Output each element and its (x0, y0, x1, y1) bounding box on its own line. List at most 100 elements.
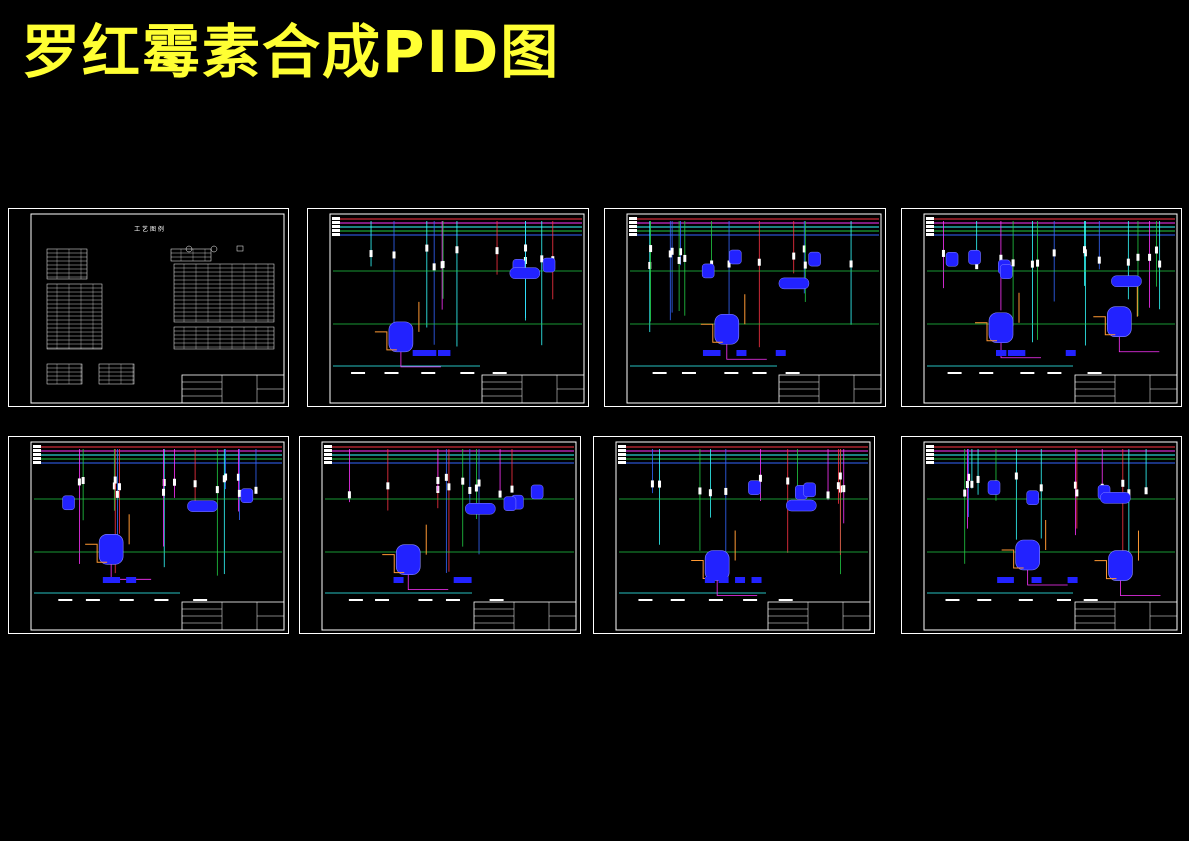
valve-symbol (658, 480, 662, 488)
equipment-label (947, 372, 962, 374)
equipment-label (58, 599, 73, 601)
legend-table (173, 263, 275, 323)
utility-tag (926, 453, 934, 456)
valve-symbol (792, 252, 796, 260)
pump (736, 350, 747, 356)
utility-tag (324, 461, 332, 464)
utility-tag (618, 457, 626, 460)
process-pipe (1120, 580, 1161, 596)
legend-table (46, 283, 103, 350)
valve-symbol (436, 476, 440, 484)
sheet-pid-7[interactable] (901, 436, 1182, 634)
valve-symbol (498, 490, 502, 498)
legend-table (46, 248, 88, 280)
valve-symbol (668, 250, 672, 258)
equipment-label (460, 372, 475, 374)
inner-border (626, 213, 882, 404)
equipment-label (348, 599, 363, 601)
valve-symbol (1154, 246, 1158, 254)
pump (1031, 577, 1042, 583)
heat-exchanger (1100, 492, 1131, 504)
valve-symbol (461, 477, 465, 485)
sheet-pid-5[interactable] (299, 436, 581, 634)
process-pipe (407, 574, 449, 591)
sheet-legend[interactable]: 工 艺 图 例 (8, 208, 289, 407)
sheet-drawing (321, 441, 577, 631)
sheet-drawing (626, 213, 882, 404)
valve-symbol (81, 477, 85, 485)
reactor-vessel (1108, 550, 1133, 581)
inner-border (923, 213, 1178, 404)
reactor-vessel (988, 312, 1014, 344)
sheet-drawing (329, 213, 585, 404)
pump (1015, 350, 1026, 356)
pump (997, 577, 1008, 583)
process-pipe (1027, 570, 1068, 586)
legend-symbol (236, 245, 244, 252)
heat-exchanger (778, 277, 810, 290)
utility-tag (926, 449, 934, 452)
utility-tag (618, 449, 626, 452)
pump (412, 350, 423, 356)
utility-tag (618, 453, 626, 456)
equipment-label (193, 599, 208, 601)
utility-tag (926, 229, 934, 232)
heat-exchanger (1111, 275, 1142, 287)
valve-symbol (193, 480, 197, 488)
equipment-label (743, 599, 758, 601)
valve-symbol (802, 245, 806, 253)
valve-symbol (758, 474, 762, 482)
sheet-pid-3[interactable] (901, 208, 1182, 407)
reactor-vessel (395, 544, 421, 575)
equipment-label (445, 599, 460, 601)
utility-tag (33, 449, 41, 452)
utility-tag (332, 225, 340, 228)
pump (454, 577, 465, 583)
equipment-label (638, 599, 653, 601)
reactor-vessel (704, 550, 730, 581)
sheet-pid-4[interactable] (8, 436, 289, 634)
pump (775, 350, 786, 356)
sheet-pid-2[interactable] (604, 208, 886, 407)
reactor-vessel (714, 313, 740, 345)
inner-border (923, 441, 1178, 631)
valve-symbol (1036, 259, 1040, 267)
sheet-drawing (615, 441, 871, 631)
valve-symbol (677, 256, 681, 264)
valve-symbol (444, 473, 448, 481)
equipment-label (384, 372, 399, 374)
sheet-pid-6[interactable] (593, 436, 875, 634)
valve-symbol (963, 489, 967, 497)
pump (710, 350, 721, 356)
sheet-drawing (923, 441, 1178, 631)
valve-symbol (477, 479, 481, 487)
process-pipe (85, 543, 108, 563)
equipment-label (1018, 599, 1033, 601)
utility-tag (926, 445, 934, 448)
small-tank (968, 249, 981, 265)
valve-symbol (1127, 489, 1131, 497)
valve-symbol (999, 254, 1003, 262)
utility-tag (926, 221, 934, 224)
valve-symbol (1158, 260, 1162, 268)
pump (1007, 350, 1018, 356)
valve-symbol (970, 480, 974, 488)
process-pipe (374, 331, 397, 351)
small-tank (987, 480, 1001, 495)
valve-symbol (222, 475, 226, 483)
valve-symbol (967, 473, 971, 481)
valve-symbol (540, 255, 544, 263)
equipment-label (945, 599, 960, 601)
small-tank (530, 484, 544, 500)
valve-symbol (649, 245, 653, 253)
sheet-pid-1[interactable] (307, 208, 589, 407)
valve-symbol (849, 260, 853, 268)
utility-tag (324, 457, 332, 460)
valve-symbol (727, 260, 731, 268)
equipment-label (979, 372, 994, 374)
process-pipe (382, 554, 405, 574)
legend-table (46, 363, 83, 385)
valve-symbol (524, 244, 528, 252)
valve-symbol (386, 482, 390, 490)
valve-symbol (650, 480, 654, 488)
